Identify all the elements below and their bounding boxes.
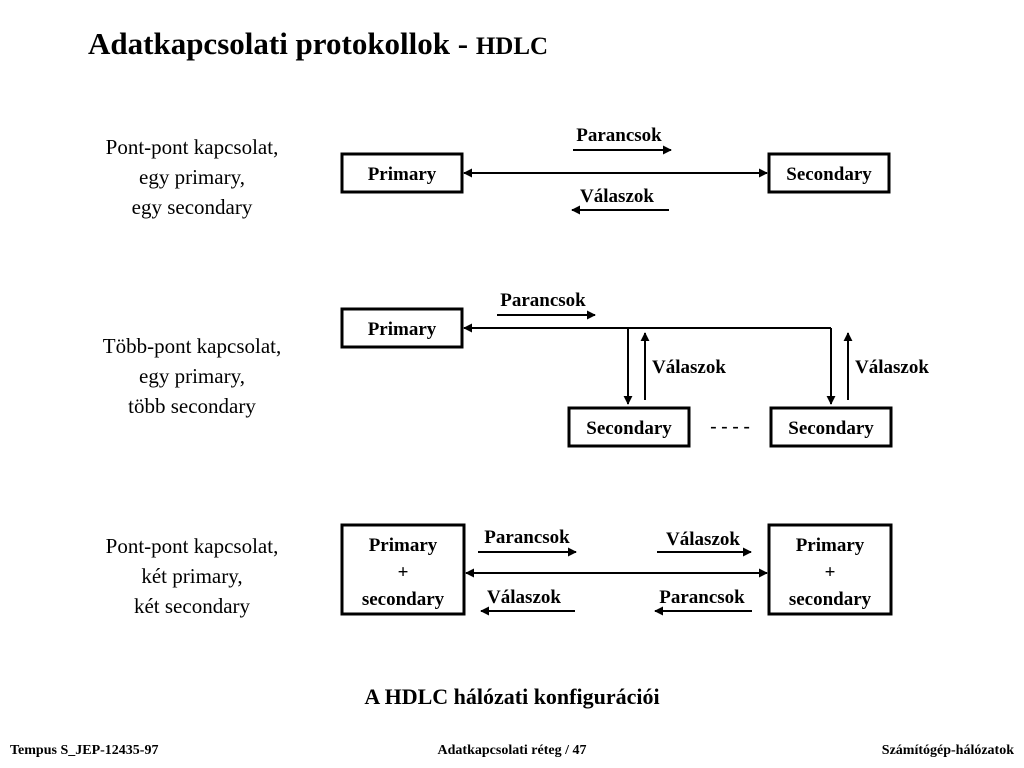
description-line: Több-pont kapcsolat, — [102, 334, 282, 358]
slide-title-main: Adatkapcsolati protokollok - — [88, 26, 476, 61]
primary-label: Primary — [368, 164, 437, 185]
description-line: két secondary — [133, 594, 251, 618]
primary-label: Primary — [368, 319, 437, 340]
secondary-separator: - - - - — [710, 416, 750, 437]
primary-box — [340, 307, 464, 349]
right-commands-label: Parancsok — [659, 587, 745, 608]
description-multipoint: Több-pont kapcsolat, egy primary, több s… — [72, 331, 312, 421]
right-responses-label: Válaszok — [666, 529, 740, 550]
secondary-label-1: Secondary — [586, 418, 672, 439]
description-line: Pont-pont kapcsolat, — [105, 135, 279, 159]
secondary-label-2: Secondary — [788, 418, 874, 439]
left-box-line-3: secondary — [362, 589, 445, 610]
left-box-line-1: Primary — [369, 535, 438, 556]
secondary-box-1 — [567, 406, 691, 448]
description-line: egy secondary — [131, 195, 253, 219]
slide-title-sub: HDLC — [475, 33, 549, 60]
commands-label: Parancsok — [576, 125, 662, 146]
description-line: egy primary, — [139, 165, 245, 189]
combined-station-box-left — [340, 523, 466, 616]
secondary-box — [767, 152, 891, 194]
combined-station-box-right — [767, 523, 893, 616]
primary-box — [340, 152, 464, 194]
right-box-line-1: Primary — [796, 535, 865, 556]
figure-caption: A HDLC hálózati konfigurációi — [364, 684, 660, 709]
responses-label-2: Válaszok — [855, 357, 929, 378]
diagram-balanced: Primary + secondary Primary + secondary … — [340, 523, 893, 616]
commands-label: Parancsok — [500, 290, 586, 311]
slide-title: Adatkapcsolati protokollok - HDLC — [88, 26, 548, 62]
description-line: két primary, — [141, 564, 243, 588]
diagram-point-to-point: Primary Secondary Parancsok Válaszok — [340, 125, 891, 215]
right-box-line-2: + — [825, 562, 836, 583]
secondary-box-2 — [769, 406, 893, 448]
description-line: több secondary — [128, 394, 256, 418]
secondary-label: Secondary — [786, 164, 872, 185]
left-commands-label: Parancsok — [484, 527, 570, 548]
footer-center: Adatkapcsolati réteg / 47 — [437, 743, 587, 758]
footer-right: Számítógép-hálózatok — [881, 743, 1014, 758]
description-line: egy primary, — [139, 364, 245, 388]
left-box-line-2: + — [398, 562, 409, 583]
responses-label: Válaszok — [580, 186, 654, 207]
description-balanced: Pont-pont kapcsolat, két primary, két se… — [72, 531, 312, 621]
description-point-to-point: Pont-pont kapcsolat, egy primary, egy se… — [72, 132, 312, 222]
responses-label-1: Válaszok — [652, 357, 726, 378]
description-line: Pont-pont kapcsolat, — [105, 534, 279, 558]
right-box-line-3: secondary — [789, 589, 872, 610]
footer-left: Tempus S_JEP-12435-97 — [10, 743, 159, 758]
left-responses-label: Válaszok — [487, 587, 561, 608]
diagram-multipoint: Primary Parancsok Válaszok Válaszok Seco… — [340, 290, 929, 448]
